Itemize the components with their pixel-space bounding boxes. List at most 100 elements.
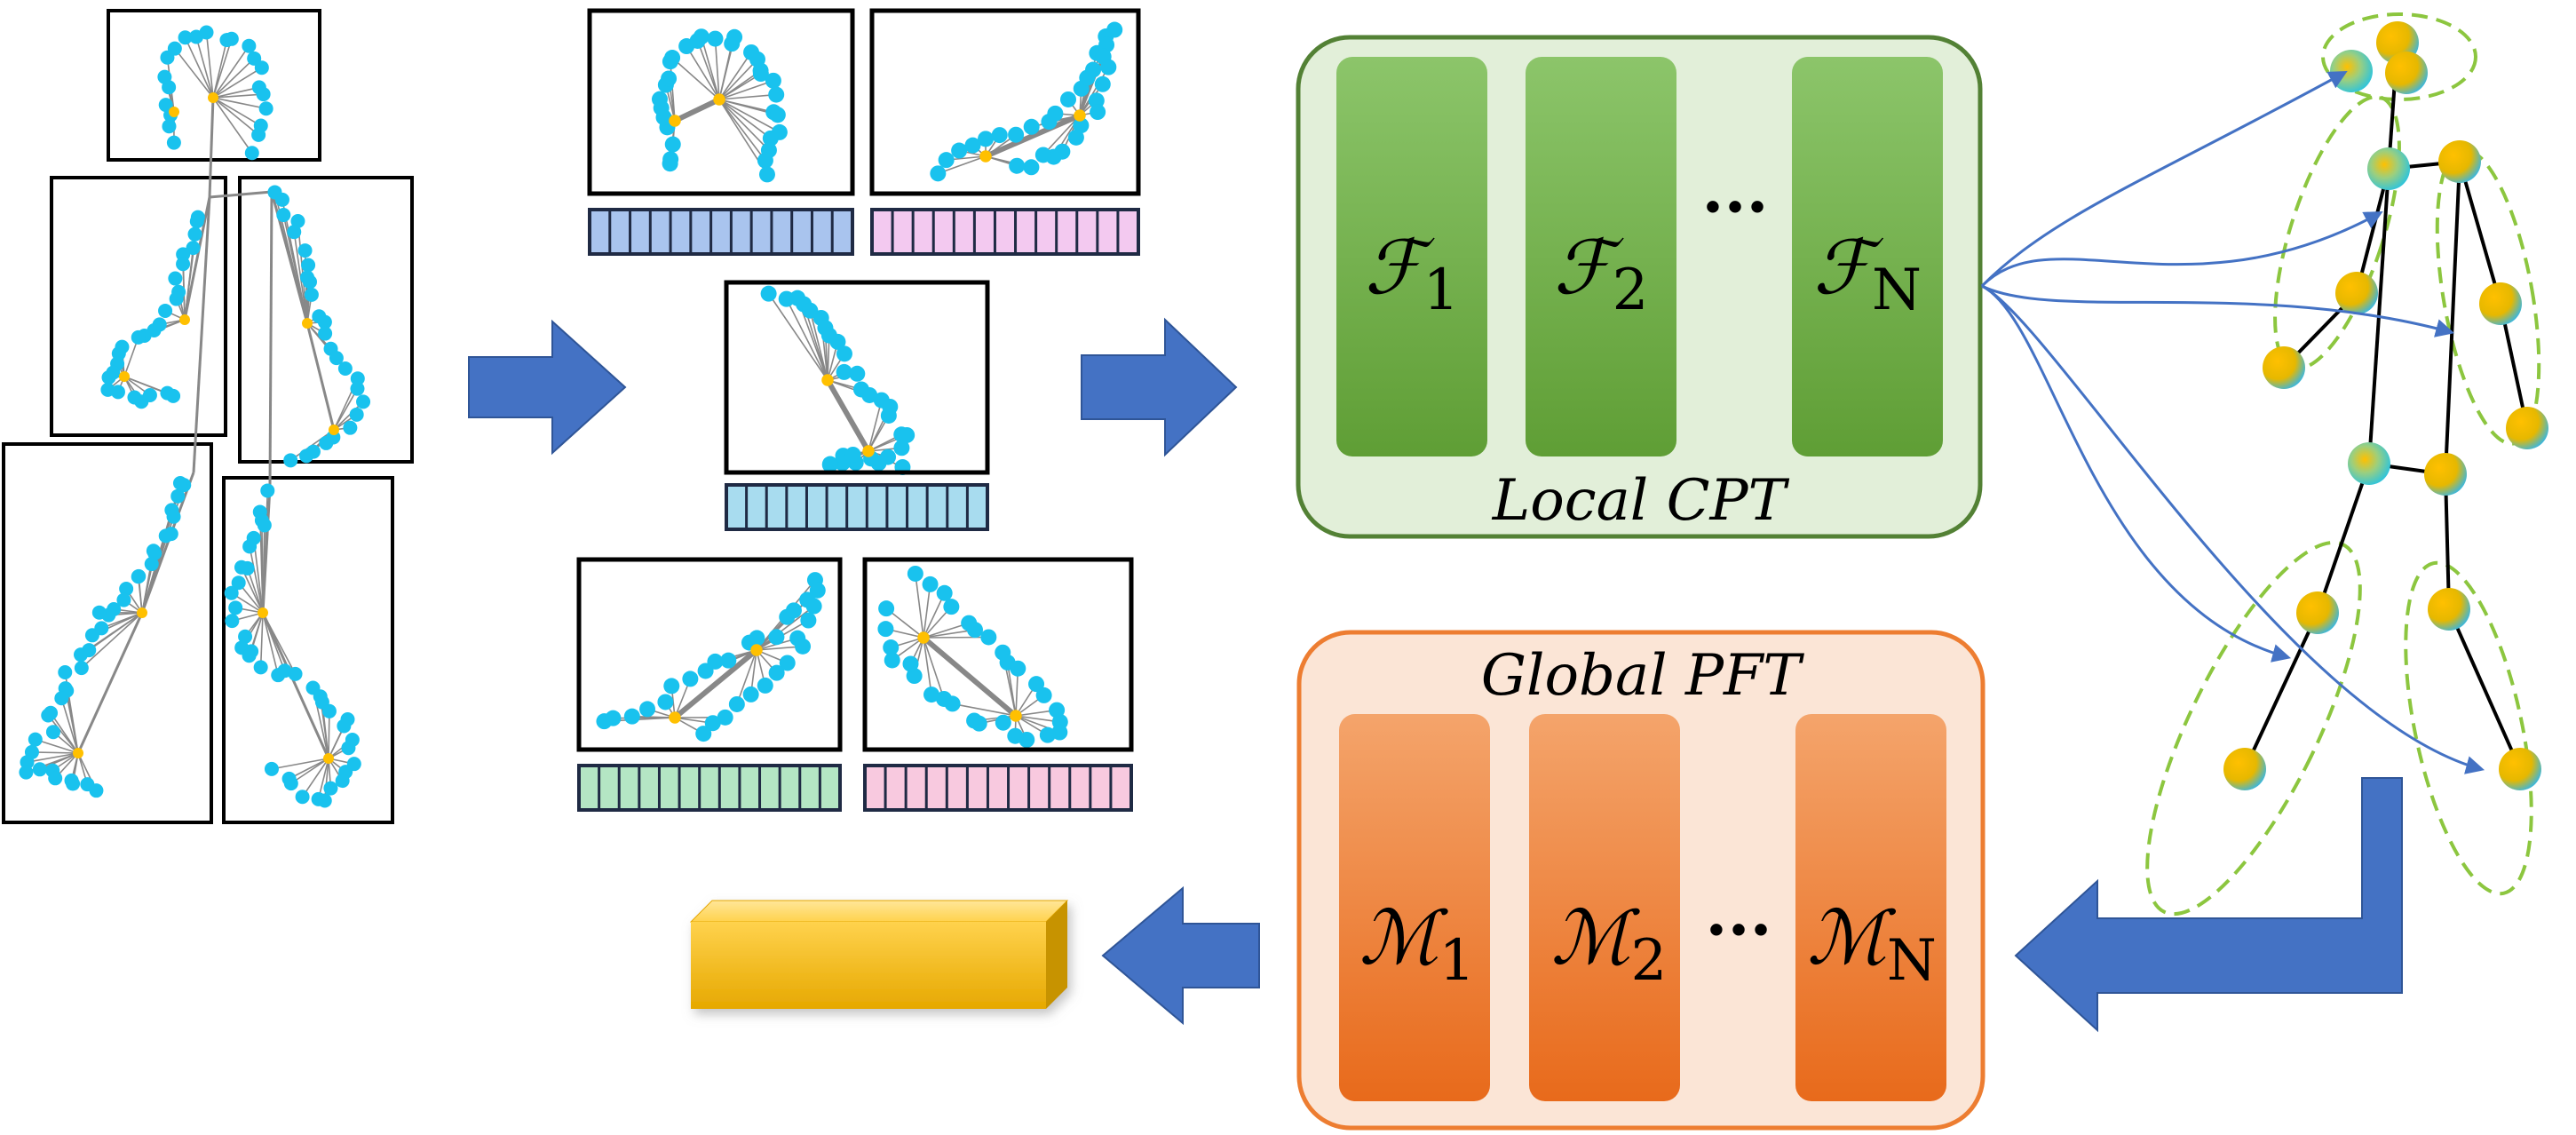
part-crops (576, 8, 1141, 812)
crop-points (877, 565, 1068, 748)
joint-center (179, 314, 190, 325)
bone (2243, 612, 2319, 770)
global-block-2 (1529, 714, 1680, 1101)
keypoint (765, 72, 781, 89)
joint-center (169, 107, 179, 117)
keypoint (1039, 726, 1056, 743)
keypoint (1051, 724, 1068, 741)
graph-edge (923, 637, 932, 695)
keypoint (311, 791, 326, 806)
joint-center (713, 93, 725, 106)
joint-head2 (2330, 50, 2373, 92)
bone (2316, 463, 2371, 614)
joint-lsh (2367, 147, 2410, 190)
joint-center (750, 644, 763, 656)
keypoint (28, 732, 43, 747)
flow-arrow-return (2014, 777, 2403, 1033)
joint-lhip (2348, 442, 2390, 485)
bone-edge (261, 612, 330, 759)
keypoint (967, 622, 984, 639)
crop-frame (587, 8, 855, 196)
keypoint (1028, 676, 1045, 693)
joint-center (669, 711, 681, 724)
keypoint (318, 326, 333, 341)
graph-edge (212, 86, 260, 99)
joint-center (1074, 109, 1086, 122)
bone-edge (209, 190, 273, 199)
keypoint (240, 560, 255, 575)
crop-frame (862, 557, 1134, 752)
keypoint (253, 660, 268, 675)
keypoint (297, 243, 313, 258)
keypoint (283, 453, 298, 468)
keypoint (661, 70, 678, 87)
keypoint (805, 598, 822, 615)
keypoint (1035, 687, 1052, 703)
global-block-n (1795, 714, 1946, 1101)
graph-edge (809, 310, 828, 381)
keypoint (157, 69, 172, 84)
keypoint (902, 655, 919, 672)
local-block-1 (1336, 57, 1487, 456)
keypoint (809, 582, 826, 599)
global-block-1-symbol: ℳ (1359, 894, 1449, 981)
graph-edge (686, 45, 720, 100)
keypoint (295, 790, 310, 805)
graph-edge (1079, 67, 1109, 116)
joint-lan (2223, 748, 2266, 790)
graph-edge (184, 36, 214, 99)
global-block-1 (1339, 714, 1490, 1101)
keypoint (116, 592, 131, 607)
keypoint (341, 741, 356, 756)
keypoint (752, 66, 769, 83)
joint-ran (2499, 748, 2541, 790)
graph-edge (923, 637, 945, 700)
assignment-arrow (1980, 70, 2348, 288)
keypoint (166, 509, 181, 524)
keypoint (1085, 61, 1102, 78)
keypoint (704, 715, 721, 732)
token-row (863, 764, 1133, 812)
graph-edge (212, 67, 263, 99)
local-block-2-sub: 2 (1613, 258, 1649, 323)
graph-edge (786, 298, 828, 381)
keypoint (64, 773, 79, 788)
joint-rkn (2428, 588, 2470, 631)
graph-edge (212, 93, 264, 99)
graph-edge (718, 99, 770, 151)
keypoint (84, 628, 99, 643)
local-block-n-sub: N (1872, 258, 1922, 323)
bone (2447, 608, 2522, 770)
part-box (222, 476, 394, 824)
keypoint (964, 137, 981, 154)
keypoint (242, 539, 258, 554)
keypoint (758, 166, 775, 183)
graph-edge (718, 99, 766, 162)
graph-edge (31, 751, 79, 754)
graph-edge (714, 38, 720, 100)
graph-edge (212, 97, 253, 154)
keypoint (682, 671, 699, 687)
part-crop-3 (724, 280, 990, 531)
graph-edge (174, 48, 214, 99)
graph-edge (262, 612, 280, 676)
keypoint (321, 703, 337, 718)
keypoint (768, 629, 785, 646)
global-pft-module: Global PFT ℳ1 ℳ2 ··· ℳN (1296, 630, 1986, 1131)
keypoint (893, 440, 910, 456)
keypoint (930, 165, 947, 182)
global-ellipsis: ··· (1705, 892, 1771, 967)
keypoint (176, 257, 191, 272)
keypoint (883, 639, 900, 656)
keypoint (254, 60, 269, 75)
keypoint (349, 407, 364, 422)
token-row (725, 483, 989, 531)
keypoint (1008, 126, 1025, 143)
keypoint (1009, 157, 1026, 174)
keypoint (1060, 91, 1077, 107)
keypoint (693, 28, 709, 45)
keypoint (58, 665, 73, 680)
skeleton-keypoints (19, 25, 371, 808)
limb-edge (673, 97, 721, 123)
keypoint (303, 274, 318, 290)
